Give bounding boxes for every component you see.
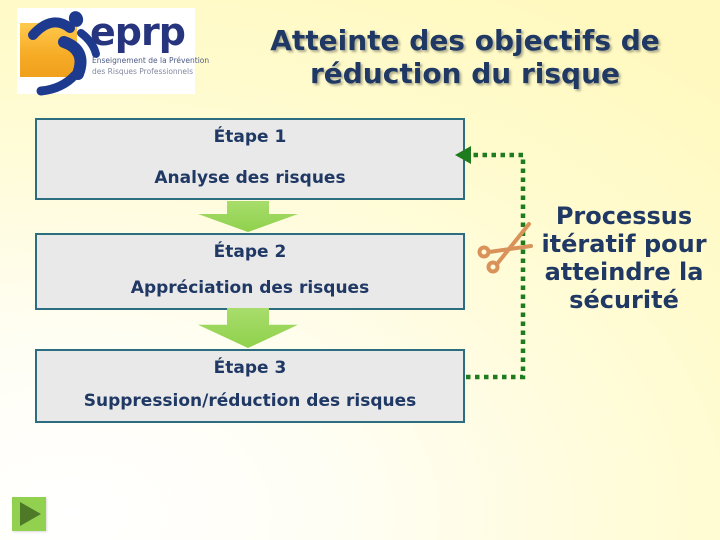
play-arrow-icon: [20, 502, 41, 526]
slide-title: Atteinte des objectifs de réduction du r…: [270, 24, 660, 90]
logo-brand-text: eprp: [90, 10, 186, 54]
step-box-3: Étape 3 Suppression/réduction des risque…: [35, 349, 465, 423]
step-1-heading: Étape 1: [213, 127, 287, 147]
logo-tagline-line1: Enseignement de la Prévention: [92, 56, 210, 65]
logo-tagline-line2: des Risques Professionnels: [92, 67, 194, 76]
step-2-heading: Étape 2: [213, 242, 287, 262]
down-arrow-icon: [198, 201, 298, 232]
logo-person-icon: [28, 11, 100, 96]
scissors-icon: [477, 222, 533, 274]
step-3-heading: Étape 3: [213, 358, 287, 378]
next-slide-button[interactable]: [12, 497, 46, 531]
step-box-2: Étape 2 Appréciation des risques: [35, 233, 465, 310]
step-1-label: Analyse des risques: [154, 168, 346, 188]
eprp-logo: eprp Enseignement de la Prévention des R…: [17, 8, 209, 96]
step-3-label: Suppression/réduction des risques: [83, 391, 417, 411]
step-2-label: Appréciation des risques: [130, 278, 370, 298]
down-arrow-icon: [198, 308, 298, 348]
iterative-process-note: Processus itératif pour atteindre la séc…: [541, 202, 707, 314]
step-box-1: Étape 1 Analyse des risques: [35, 118, 465, 200]
